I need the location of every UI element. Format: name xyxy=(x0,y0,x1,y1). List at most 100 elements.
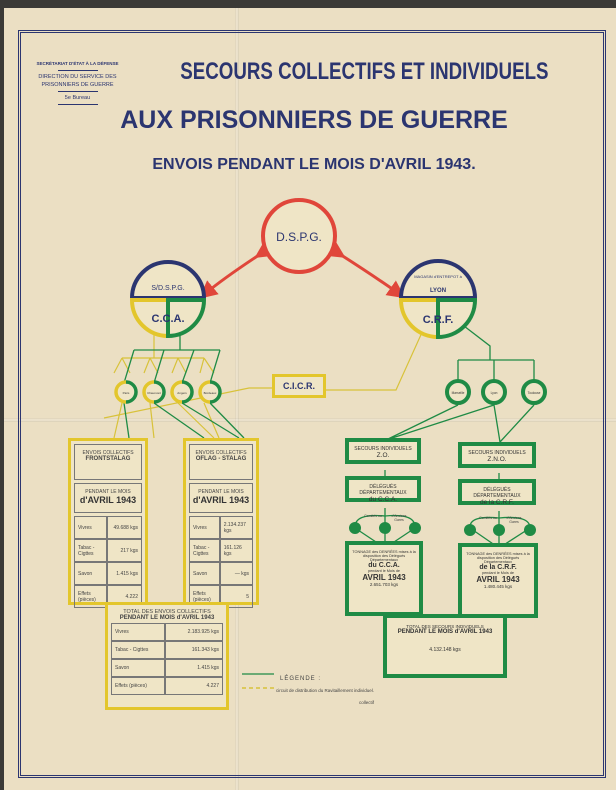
zo-comites-label2: d'Anciens Gares xyxy=(391,514,407,522)
zno-delegues-org: de la C.R.F. xyxy=(480,499,514,506)
zno-delegues-label: DÉLÉGUÉS DÉPARTEMENTAUX xyxy=(473,487,521,499)
sdspg-cca-circle: S/D.S.P.G. C.C.A. xyxy=(129,260,207,339)
table-row: Effets (pièces)4.227 xyxy=(111,677,223,695)
poster-frame xyxy=(18,30,606,778)
city-node: Marseille xyxy=(445,379,471,405)
row-label: Effets (pièces) xyxy=(74,585,107,608)
city-label: Toulouse xyxy=(528,391,541,395)
zo-comites-label1: Comités ou xyxy=(364,514,382,518)
total-collectifs-title2: PENDANT LE MOIS d'AVRIL 1943 xyxy=(119,615,215,621)
row-value: 2.183.925 kgs xyxy=(164,623,223,641)
issuer-header: SECRÉTARIAT D'ÉTAT À LA DÉFENSE DIRECTIO… xyxy=(30,60,125,107)
city-label: Bordeaux xyxy=(204,391,217,395)
city-label: Angers xyxy=(177,391,187,395)
header-line3: 5e Bureau xyxy=(64,95,91,101)
row-value: 161.343 kgs xyxy=(164,641,223,659)
row-value: 161.126 kgs xyxy=(219,539,253,562)
diagram-connections: D.S.P.G. S/D.S.P.G. C.C.A. MAGASIN d'ENT… xyxy=(103,198,547,689)
dspg-label: D.S.P.G. xyxy=(276,230,322,244)
city-node: Chaumont xyxy=(142,380,166,404)
fold-line-vertical xyxy=(235,8,239,790)
legend-title: LÉGENDE : xyxy=(280,676,322,682)
zo-title2: Z.O. xyxy=(376,452,390,459)
header-line2: DIRECTION DU SERVICE DES PRISONNIERS DE … xyxy=(38,74,117,88)
zno-tonnage-value: 1.480.445 kgs xyxy=(483,584,513,589)
magasin-crf-circle: MAGASIN d'ENTREPOT à LYON C.R.F. xyxy=(398,259,478,340)
svg-text:LYON: LYON xyxy=(430,288,446,294)
table-row: Effets (pièces)4.222 xyxy=(74,585,142,608)
city-label: Marseille xyxy=(452,391,465,395)
row-value: 1.415 kgs xyxy=(164,659,223,677)
comite-node xyxy=(379,522,391,534)
zno-tonnage-box: TONNAGE des DENRÉES mises à la dispositi… xyxy=(458,543,538,618)
oflag-title2: OFLAG - STALAG xyxy=(195,456,247,462)
row-label: Savon xyxy=(189,562,220,585)
zo-title1: SECOURS INDIVIDUELS xyxy=(354,446,412,452)
row-label: Vivres xyxy=(74,516,107,539)
zo-tonnage-box: TONNAGE des DENRÉES mises à la dispositi… xyxy=(345,541,423,616)
frontstalag-title2: FRONTSTALAG xyxy=(85,456,131,462)
row-value: 5 xyxy=(219,585,253,608)
frontstalag-title1: ENVOIS COLLECTIFS xyxy=(82,450,134,456)
cicr-box: C.I.C.R. xyxy=(272,374,326,398)
zno-title2: Z.N.O. xyxy=(487,456,507,463)
zo-tonnage-month: AVRIL 1943 xyxy=(362,573,406,582)
fold-line-horizontal xyxy=(4,418,616,422)
svg-text:C.R.F.: C.R.F. xyxy=(423,314,454,326)
frontstalag-box: ENVOIS COLLECTIFS FRONTSTALAG PENDANT LE… xyxy=(68,438,148,608)
zno-tonnage-month: AVRIL 1943 xyxy=(476,575,520,584)
legend-individual: circuit de distribution du Ravitaillemen… xyxy=(276,688,375,693)
comite-node xyxy=(409,522,421,534)
row-value: 217 kgs xyxy=(106,539,142,562)
arrow-dspg-sdspg xyxy=(199,240,275,299)
row-label: Tabac - Cigttes xyxy=(111,641,165,659)
total-individuels-box: TOTAL DES SECOURS INDIVIDUELS PENDANT LE… xyxy=(383,614,507,678)
poster: SECRÉTARIAT D'ÉTAT À LA DÉFENSE DIRECTIO… xyxy=(4,8,616,790)
city-node: Paris xyxy=(114,380,138,404)
oflag-period2: d'AVRIL 1943 xyxy=(192,495,250,505)
city-label: Paris xyxy=(123,391,130,395)
zno-comites-label2: d'Anciens Gares xyxy=(506,516,522,524)
row-label: Vivres xyxy=(189,516,220,539)
zo-tonnage-label: TONNAGE des DENRÉES mises à la dispositi… xyxy=(352,550,416,562)
zo-tonnage-period-label: pendant le Mois de xyxy=(367,569,401,573)
total-individuels-value: 4.132.148 kgs xyxy=(429,647,461,653)
row-value: 2.134.237 kgs xyxy=(219,516,253,539)
zo-tonnage-value: 2.651.703 kgs xyxy=(369,582,399,587)
city-node: Lyon xyxy=(481,379,507,405)
arrow-dspg-magasin xyxy=(325,240,406,299)
oflag-title1: ENVOIS COLLECTIFS xyxy=(195,450,247,456)
title-line2: AUX PRISONNIERS DE GUERRE xyxy=(120,106,508,134)
row-label: Effets (pièces) xyxy=(111,677,165,695)
row-value: 4.227 xyxy=(164,677,223,695)
row-value: 1.415 kgs xyxy=(106,562,142,585)
oflag-period1: PENDANT LE MOIS xyxy=(198,489,244,495)
row-label: Savon xyxy=(111,659,165,677)
svg-text:MAGASIN d'ENTREPOT à: MAGASIN d'ENTREPOT à xyxy=(414,274,462,279)
table-row: Savon— kgs xyxy=(189,562,253,585)
zo-tonnage-org: du C.C.A. xyxy=(368,562,400,569)
city-label: Lyon xyxy=(491,391,498,395)
oflag-stalag-box: ENVOIS COLLECTIFS OFLAG - STALAG PENDANT… xyxy=(183,438,259,608)
row-label: Tabac - Cigttes xyxy=(189,539,220,562)
comite-node xyxy=(493,524,505,536)
svg-text:C.C.A.: C.C.A. xyxy=(152,313,185,325)
total-individuels-title1: TOTAL DES SECOURS INDIVIDUELS xyxy=(406,624,484,629)
frontstalag-period2: d'AVRIL 1943 xyxy=(79,495,137,505)
zno-tonnage-label: TONNAGE des DENRÉES mises à la dispositi… xyxy=(466,552,530,564)
row-label: Savon xyxy=(74,562,107,585)
svg-text:S/D.S.P.G.: S/D.S.P.G. xyxy=(151,285,184,292)
title-line3: ENVOIS PENDANT LE MOIS D'AVRIL 1943. xyxy=(152,156,476,173)
